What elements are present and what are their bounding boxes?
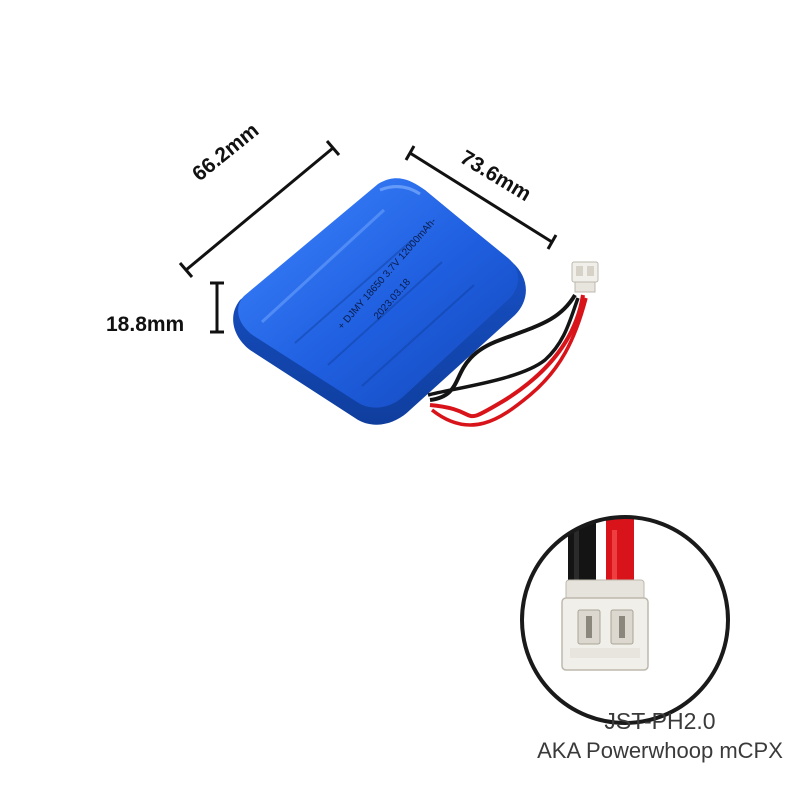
wire-connector bbox=[571, 261, 599, 293]
dimension-line-width bbox=[404, 145, 558, 250]
battery-pack bbox=[233, 178, 526, 425]
connector-closeup bbox=[520, 515, 730, 725]
connector-caption-line1: JST-PH2.0 bbox=[604, 708, 716, 734]
dimension-line-height bbox=[210, 281, 224, 334]
dimension-label-height: 18.8mm bbox=[106, 313, 185, 336]
battery-wires bbox=[427, 293, 588, 427]
dimension-line-length bbox=[178, 140, 341, 278]
connector-caption-line2: AKA Powerwhoop mCPX bbox=[537, 738, 783, 763]
